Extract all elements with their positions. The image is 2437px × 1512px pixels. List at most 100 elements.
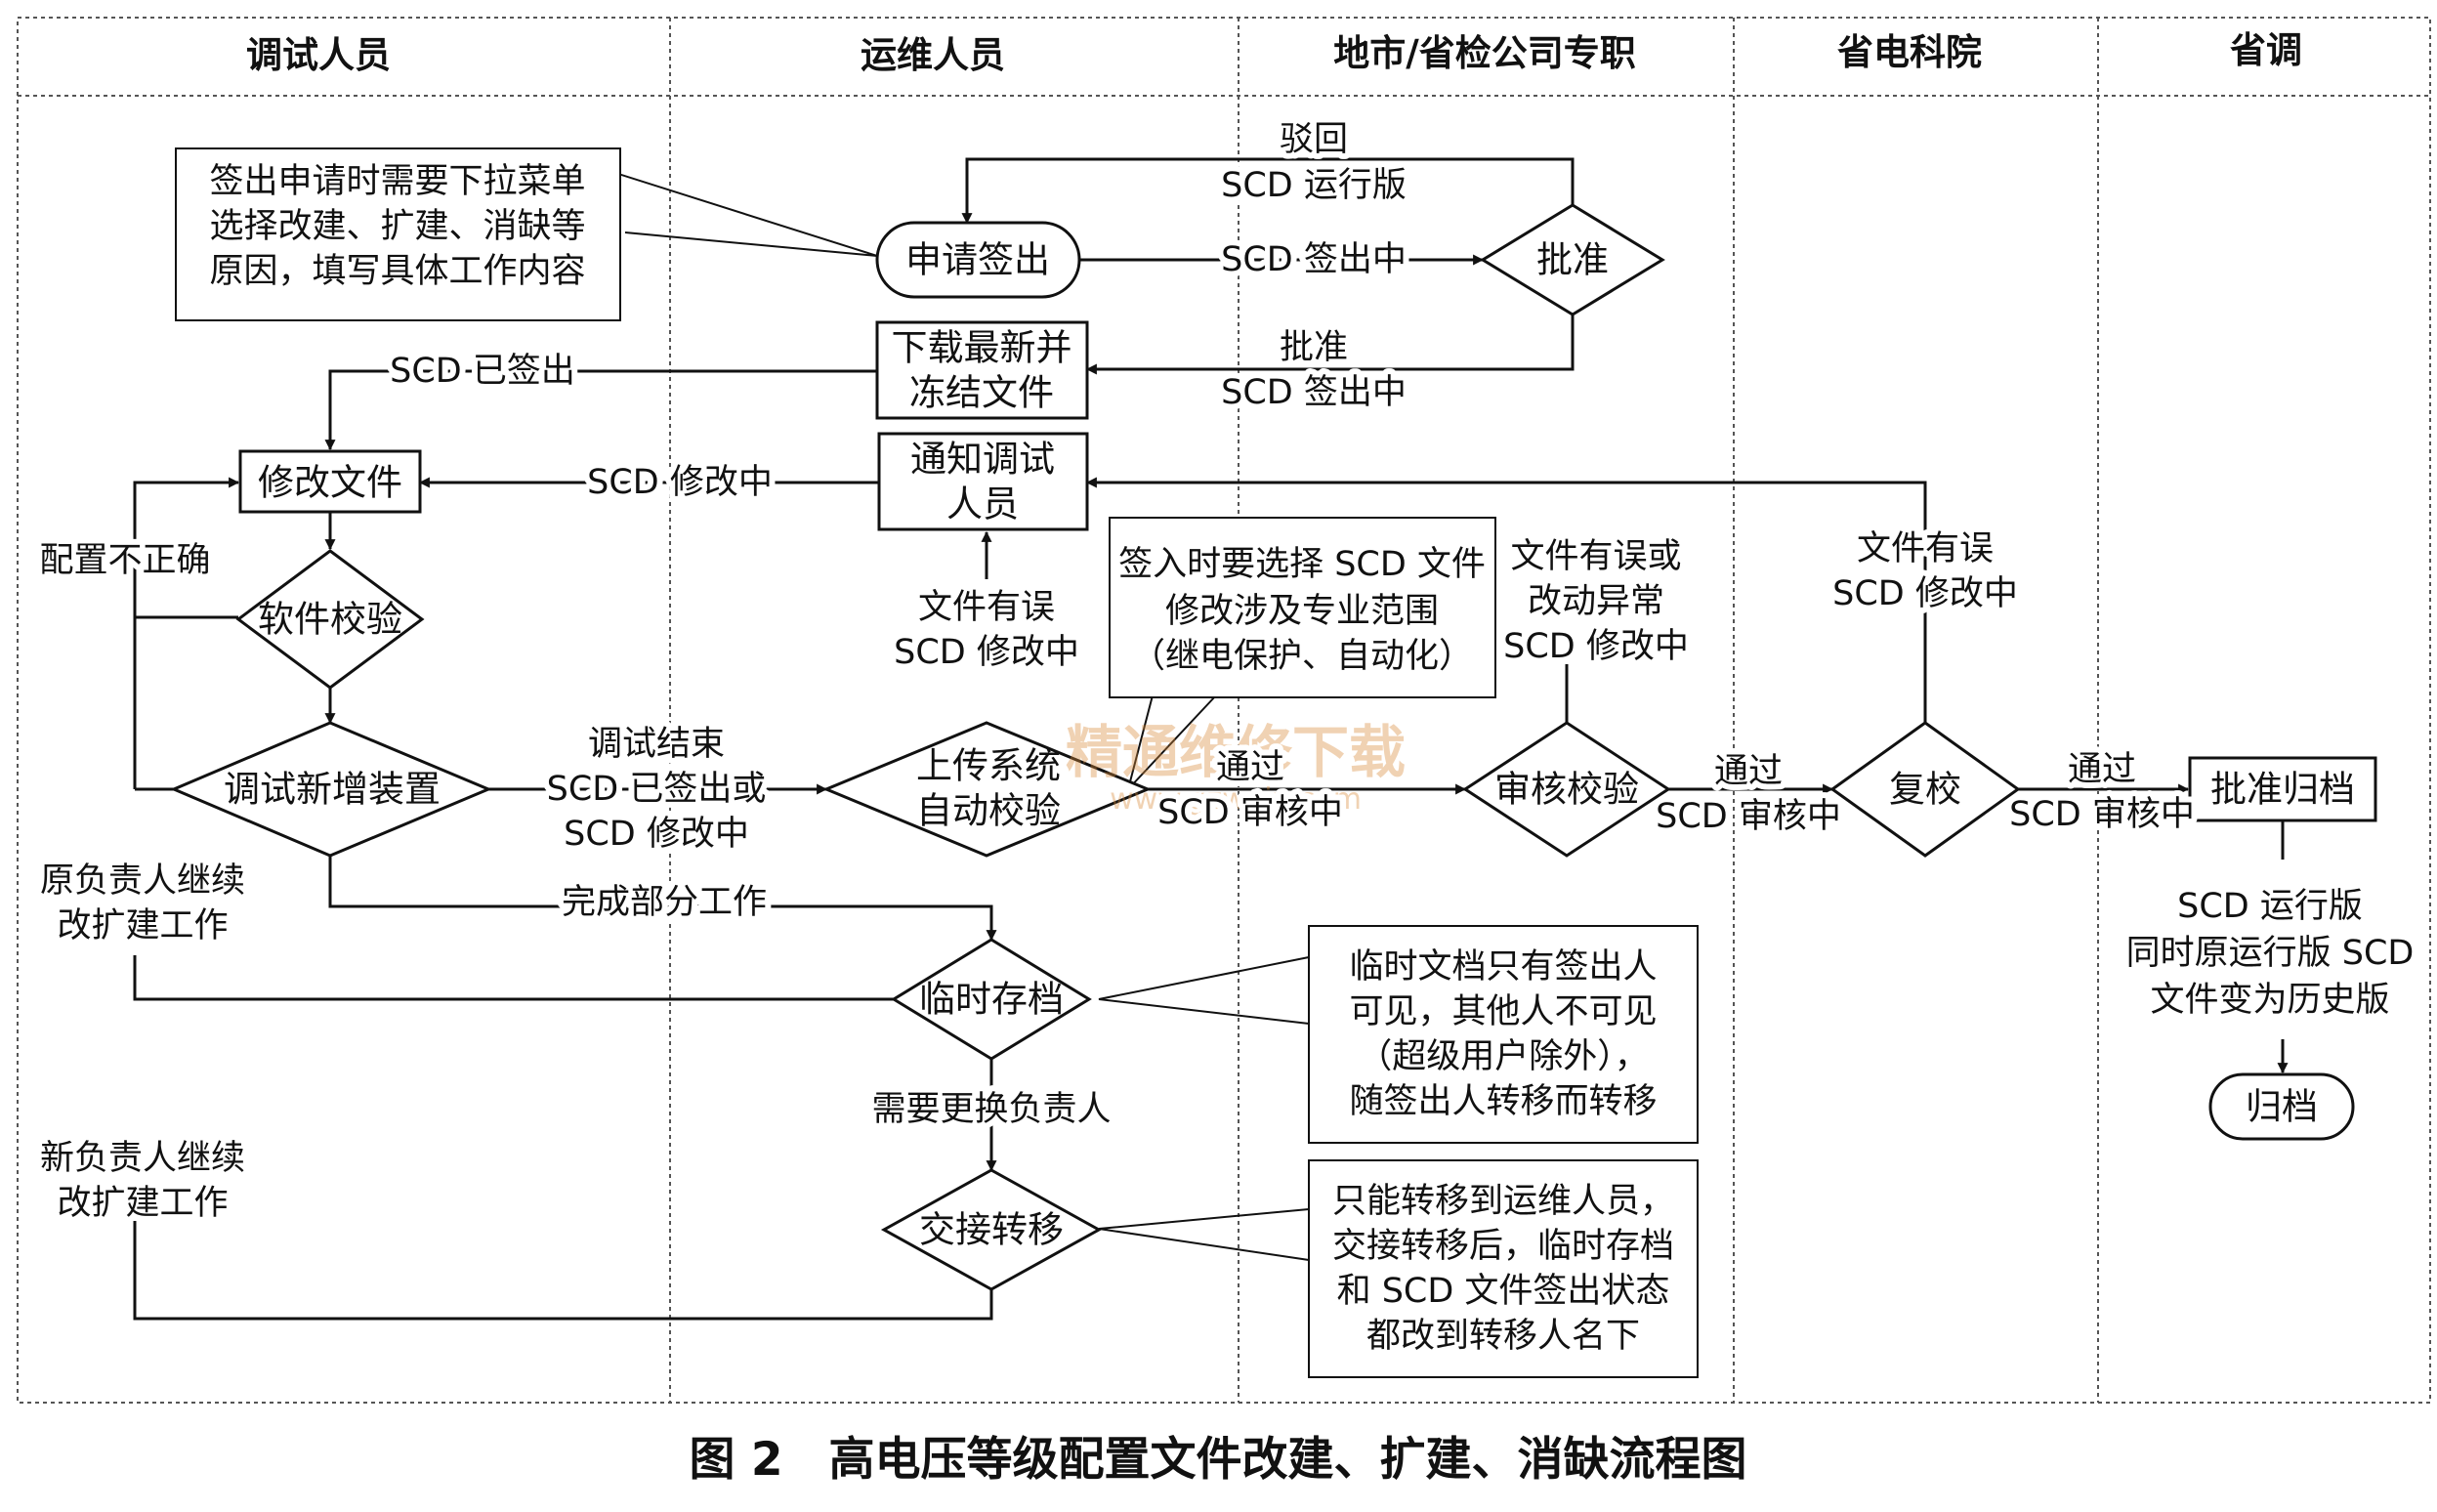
node-handover-label: 交接转移 xyxy=(919,1209,1064,1251)
label-approved-1: 批准 xyxy=(1280,328,1348,367)
label-pass-3-b: SCD 审核中 xyxy=(2009,795,2195,834)
lane-header-operations: 运维人员 xyxy=(861,34,1005,76)
note-handover-line-2: 交接转移后，临时存档 xyxy=(1332,1227,1674,1266)
nodes xyxy=(170,203,2377,1291)
node-review-check-label: 审核校验 xyxy=(1494,769,1639,811)
note-checkin-line-1: 签入时要选择 SCD 文件 xyxy=(1118,545,1486,584)
note-checkout-line-1: 签出申请时需要下拉菜单 xyxy=(209,162,585,201)
node-download-freeze xyxy=(875,320,1089,420)
note-checkin-line-2: 修改涉及专业范围 xyxy=(1165,592,1439,631)
label-debug-end-1: 调试结束 xyxy=(588,725,725,764)
lane-headers: 调试人员 运维人员 地市/省检公司专职 省电科院 省调 xyxy=(246,29,2302,76)
node-labels: 申请签出 批准 下载最新并 冻结文件 修改文件 通知调试 人员 软件校验 调试新… xyxy=(224,239,2355,1251)
label-file-error-review-2: 改动异常 xyxy=(1528,582,1664,621)
node-archive xyxy=(2208,1072,2355,1141)
label-partial-done: 完成部分工作 xyxy=(562,883,767,922)
label-orig-owner-2: 改扩建工作 xyxy=(57,906,228,945)
label-file-error-recheck-2: SCD 修改中 xyxy=(1832,574,2018,613)
note-handover-box xyxy=(1308,1159,1699,1378)
note-checkout-line-2: 选择改建、扩建、消缺等 xyxy=(209,207,585,246)
edge-download-modify xyxy=(324,369,877,451)
note-handover-line-3: 和 SCD 文件签出状态 xyxy=(1337,1272,1670,1311)
label-file-error-review-1: 文件有误或 xyxy=(1510,537,1681,576)
label-reject-1: 驳回 xyxy=(1280,120,1348,159)
node-download-label-1: 下载最新并 xyxy=(892,327,1072,369)
note-checkin-line-3: （继电保护、自动化） xyxy=(1131,637,1473,676)
node-software-check-label: 软件校验 xyxy=(258,599,402,641)
label-pass-2-a: 通过 xyxy=(1714,752,1783,791)
node-apply-checkout-label: 申请签出 xyxy=(905,239,1050,281)
label-debug-end-2: SCD 已签出或 xyxy=(547,770,767,809)
label-checked-out: SCD 已签出 xyxy=(390,352,575,391)
label-change-owner: 需要更换负责人 xyxy=(871,1090,1111,1129)
node-modify-file xyxy=(238,449,422,514)
label-new-owner-1: 新负责人继续 xyxy=(40,1139,245,1178)
edge-config-loop xyxy=(133,477,240,619)
label-modifying: SCD 修改中 xyxy=(587,463,773,502)
node-approve-archive-label: 批准归档 xyxy=(2210,769,2355,811)
label-run-version-2: 同时原运行版 SCD xyxy=(2126,934,2415,973)
node-software-check xyxy=(235,549,425,690)
note-temp-line-3: （超级用户除外）， xyxy=(1358,1037,1649,1076)
connectors xyxy=(133,157,2289,1321)
note-boxes xyxy=(175,147,1699,1378)
node-download-label-2: 冻结文件 xyxy=(909,372,1054,414)
node-apply-checkout xyxy=(875,221,1081,299)
label-file-error-ops-2: SCD 修改中 xyxy=(894,633,1079,672)
label-approved-2: SCD 签出中 xyxy=(1221,373,1407,412)
label-pass-1-a: 通过 xyxy=(1216,748,1284,787)
label-checking-out: SCD 签出中 xyxy=(1221,240,1407,279)
label-pass-1-b: SCD 审核中 xyxy=(1157,793,1343,832)
lane-header-city-company: 地市/省检公司专职 xyxy=(1333,32,1636,74)
label-pass-3-a: 通过 xyxy=(2068,750,2136,789)
label-pass-2-b: SCD 审核中 xyxy=(1656,797,1841,836)
node-upload-label-2: 自动校验 xyxy=(916,790,1061,832)
node-recheck-label: 复校 xyxy=(1889,769,1961,811)
label-orig-owner-1: 原负责人继续 xyxy=(40,861,245,901)
edge-temp-left xyxy=(133,955,894,1001)
node-notify-label-1: 通知调试 xyxy=(910,439,1055,481)
note-temp-box xyxy=(1308,925,1699,1144)
node-temp-save-label: 临时存档 xyxy=(919,979,1064,1021)
label-debug-end-3: SCD 修改中 xyxy=(564,815,749,854)
note-checkout-box xyxy=(175,147,621,321)
node-upload-label-1: 上传系统 xyxy=(916,745,1061,787)
node-upload-autocheck xyxy=(822,721,1152,858)
edge-approve-download xyxy=(1085,315,1575,375)
node-notify-debugger xyxy=(877,432,1089,531)
swimlane-frame xyxy=(17,17,2431,1404)
note-temp-line-1: 临时文档只有签出人 xyxy=(1349,947,1657,987)
note-temp-line-2: 可见，其他人不可见 xyxy=(1349,992,1657,1031)
edge-handover-left xyxy=(133,1221,993,1321)
edge-reject xyxy=(961,157,1575,225)
node-recheck xyxy=(1829,721,2021,858)
label-config-incorrect: 配置不正确 xyxy=(39,541,210,580)
node-approve-archive xyxy=(2188,756,2377,822)
watermark: 精通维修下载 www.gzweix.com xyxy=(1066,719,1406,817)
note-checkout-line-3: 原因，填写具体工作内容 xyxy=(209,252,585,291)
node-approve xyxy=(1480,203,1665,316)
node-approve-label: 批准 xyxy=(1536,239,1609,281)
label-file-error-ops-1: 文件有误 xyxy=(918,588,1055,627)
note-handover-line-4: 都改到转移人名下 xyxy=(1366,1317,1640,1356)
watermark-url: www.gzweix.com xyxy=(1110,782,1362,817)
label-new-owner-2: 改扩建工作 xyxy=(57,1184,228,1223)
node-modify-file-label: 修改文件 xyxy=(258,462,402,504)
label-file-error-recheck-1: 文件有误 xyxy=(1857,529,1994,568)
lane-header-provincial-institute: 省电科院 xyxy=(1837,31,1982,73)
node-notify-label-2: 人员 xyxy=(946,483,1019,525)
label-run-version-1: SCD 运行版 xyxy=(2177,887,2363,926)
edge-debug-temp xyxy=(328,856,997,942)
edge-labels: 驳回 SCD 运行版 SCD 签出中 批准 SCD 签出中 SCD 已签出 SC… xyxy=(33,114,2419,1229)
lane-header-debugger: 调试人员 xyxy=(246,34,391,76)
figure-caption: 图 2 高电压等级配置文件改建、扩建、消缺流程图 xyxy=(689,1433,1746,1487)
label-reject-2: SCD 运行版 xyxy=(1221,166,1407,205)
note-temp-line-4: 随签出人转移而转移 xyxy=(1349,1082,1657,1121)
note-handover-line-1: 只能转移到运维人员， xyxy=(1332,1182,1674,1221)
watermark-text: 精通维修下载 xyxy=(1066,719,1406,785)
node-handover xyxy=(880,1168,1103,1291)
node-debug-new-device-label: 调试新增装置 xyxy=(224,769,441,811)
edge-recheck-notify xyxy=(1085,477,1927,723)
lane-header-dispatch: 省调 xyxy=(2230,29,2302,71)
